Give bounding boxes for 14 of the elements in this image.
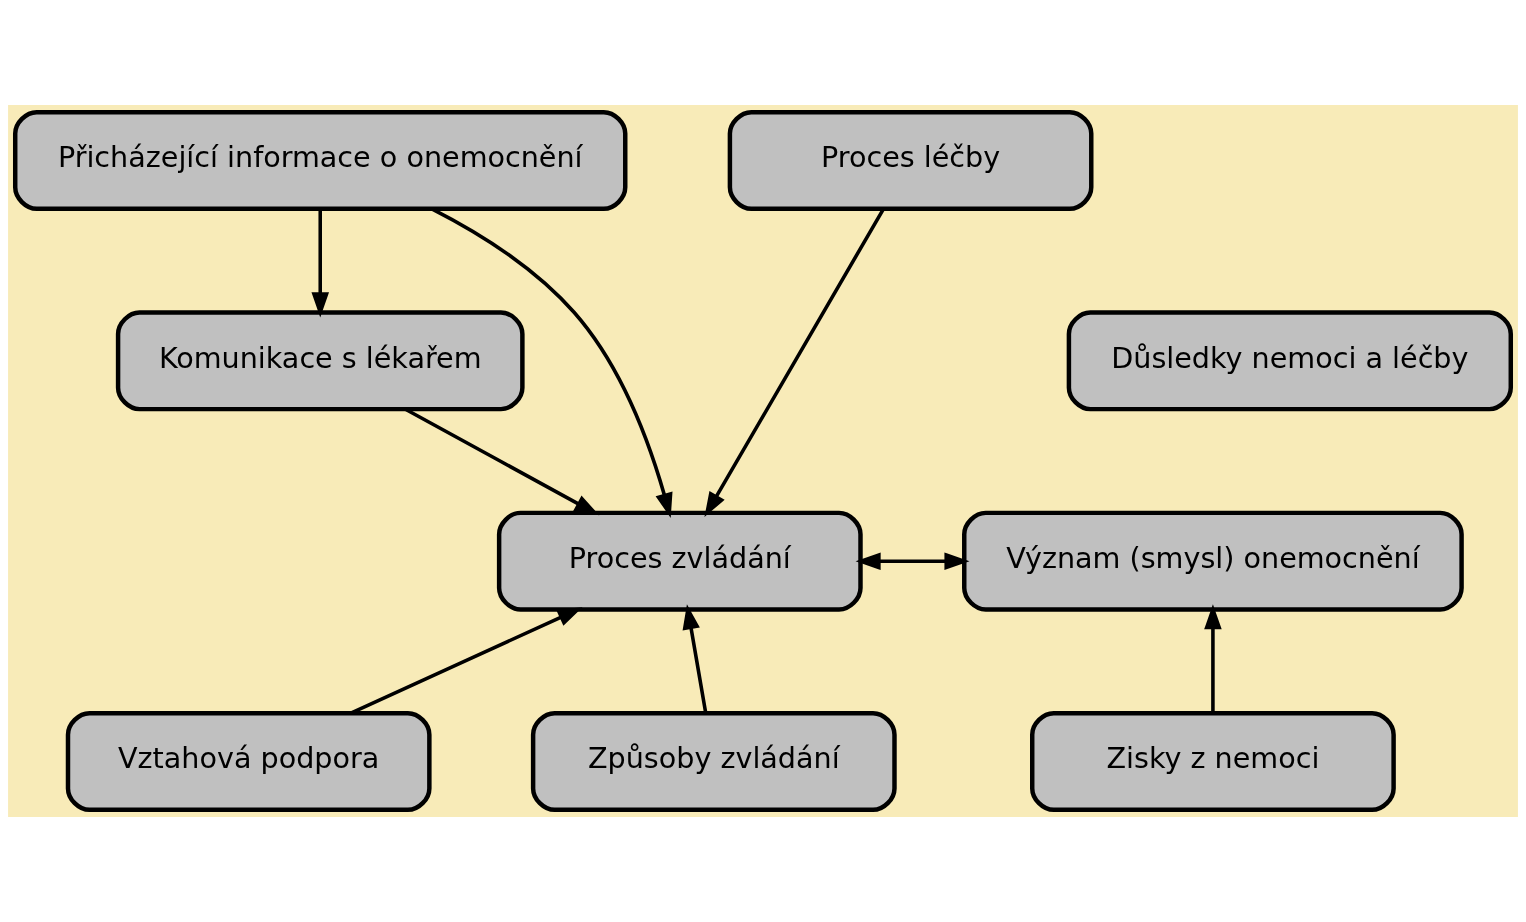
arrow bbox=[855, 552, 970, 570]
arrow bbox=[682, 604, 708, 714]
node-box: Význam (smysl) onemocnění bbox=[962, 510, 1464, 612]
arrow bbox=[311, 208, 330, 318]
node-box: Komunikace s lékařem bbox=[115, 310, 525, 412]
node-box: Zisky z nemoci bbox=[1030, 711, 1396, 813]
node-box: Přicházející informace o onemocnění bbox=[13, 109, 628, 211]
node-box: Důsledky nemoci a léčby bbox=[1066, 310, 1513, 412]
node-box: Vztahová podpora bbox=[65, 711, 432, 813]
node-box: Způsoby zvládání bbox=[530, 711, 897, 813]
arrow bbox=[704, 208, 885, 518]
arrow bbox=[1204, 604, 1222, 713]
node-box: Proces zvládání bbox=[496, 510, 863, 612]
node-box: Proces léčby bbox=[727, 109, 1094, 211]
